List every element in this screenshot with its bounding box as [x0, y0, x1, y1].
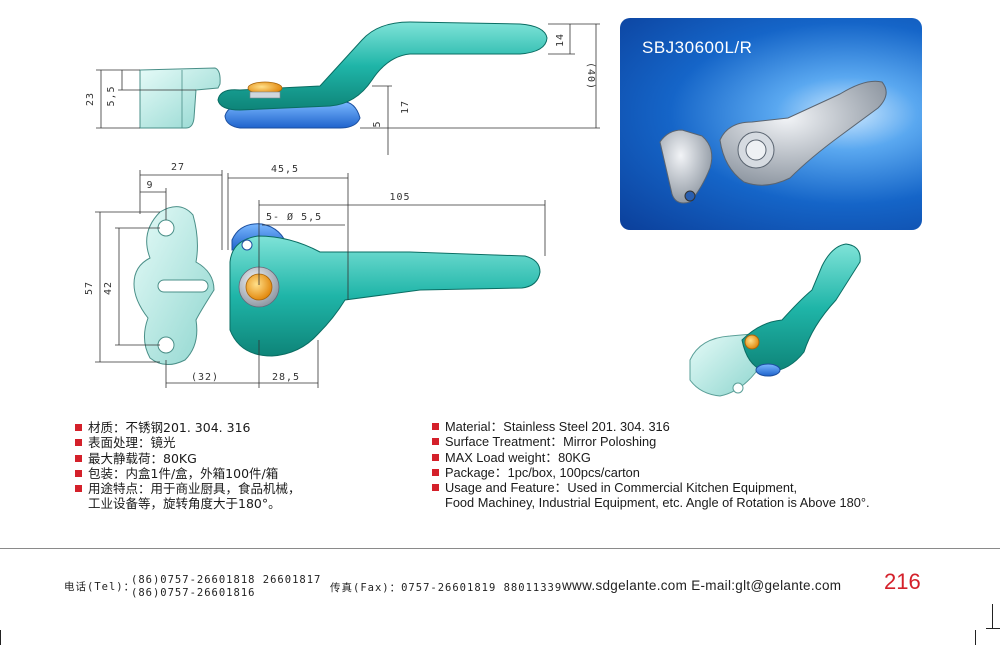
spec-cn-package: 包装：内盒1件/盒，外箱100件/箱: [74, 466, 301, 481]
model-title: SBJ30600L/R: [642, 38, 753, 57]
dim-28-5: 28,5: [272, 372, 300, 383]
product-photo: [659, 80, 887, 204]
dim-hole: 5- Ø 5,5: [266, 211, 322, 223]
crop-mark: [992, 604, 993, 628]
crop-mark: [0, 630, 1, 645]
bullet-icon: [432, 484, 439, 492]
bullet-icon: [75, 485, 82, 493]
dim-45-5: 45,5: [271, 164, 299, 175]
bullet-icon: [75, 424, 82, 431]
tel-label: 电话(Tel)：: [64, 581, 136, 593]
crop-mark: [975, 630, 976, 645]
bullet-icon: [432, 453, 439, 461]
spec-cn-material: 材质：不锈钢201. 304. 316: [74, 420, 301, 435]
spec-list-cn: 材质：不锈钢201. 304. 316 表面处理：镜光 最大静载荷：80KG 包…: [74, 420, 301, 512]
website-email[interactable]: www.sdgelante.com E-mail:glt@gelante.com: [562, 578, 842, 593]
bullet-icon: [75, 469, 82, 477]
technical-drawings: 23 5,5 14 (40) 17 5 27 9 45,5 105 5- Ø 5…: [84, 21, 861, 397]
bullet-icon: [75, 454, 82, 462]
spec-cn-usage: 用途特点：用于商业厨具，食品机械，: [74, 481, 301, 496]
spec-cn-load: 最大静载荷：80KG: [74, 451, 301, 466]
spec-cn-usage-cont: 工业设备等，旋转角度大于180°。: [88, 496, 281, 512]
bullet-icon: [432, 438, 439, 446]
bullet-icon: [432, 468, 439, 476]
bullet-icon: [75, 439, 82, 447]
tel-line-2: (86)0757-26601816: [131, 587, 256, 599]
front-view-base: [133, 206, 215, 365]
side-view-base: [139, 67, 221, 129]
dimension-labels: 23 5,5 14 (40) 17 5 27 9 45,5 105 5- Ø 5…: [84, 33, 596, 383]
dim-14: 14: [555, 33, 566, 47]
render-3d: [689, 243, 861, 397]
spec-list-en: Material：Stainless Steel 201. 304. 316 S…: [431, 419, 870, 511]
dim-42: 42: [103, 281, 114, 295]
side-view-handle: [217, 21, 548, 129]
spec-cn-surface: 表面处理：镜光: [74, 435, 301, 450]
dim-57: 57: [84, 281, 95, 295]
spec-en-usage-cont: Food Machiney, Industrial Equipment, etc…: [445, 495, 870, 511]
footer-divider: [0, 548, 1000, 549]
dimension-lines: [95, 23, 600, 388]
dim-27: 27: [171, 162, 185, 173]
dim-40: (40): [585, 62, 596, 90]
fax-number: 传真(Fax)：0757-26601819 88011339: [330, 582, 563, 594]
spec-en-load: MAX Load weight：80KG: [431, 450, 870, 465]
dim-17: 17: [400, 100, 411, 114]
page-number: 216: [884, 569, 921, 594]
dim-9: 9: [146, 180, 153, 191]
spec-en-usage: Usage and Feature：Used in Commercial Kit…: [431, 480, 870, 495]
dim-105: 105: [389, 192, 410, 203]
dim-23: 23: [85, 92, 96, 106]
dim-5-5-side: 5,5: [106, 85, 117, 106]
spec-en-surface: Surface Treatment：Mirror Poloshing: [431, 434, 870, 449]
crop-mark: [986, 628, 1000, 629]
product-photo-panel: SBJ30600L/R: [620, 18, 922, 230]
spec-en-material: Material：Stainless Steel 201. 304. 316: [431, 419, 870, 434]
dim-32: (32): [191, 372, 219, 383]
bullet-icon: [432, 423, 439, 430]
spec-en-package: Package：1pc/box, 100pcs/carton: [431, 465, 870, 480]
tel-line-1: (86)0757-26601818 26601817: [131, 574, 322, 586]
dim-5: 5: [372, 120, 383, 127]
front-view-handle: [229, 223, 541, 357]
